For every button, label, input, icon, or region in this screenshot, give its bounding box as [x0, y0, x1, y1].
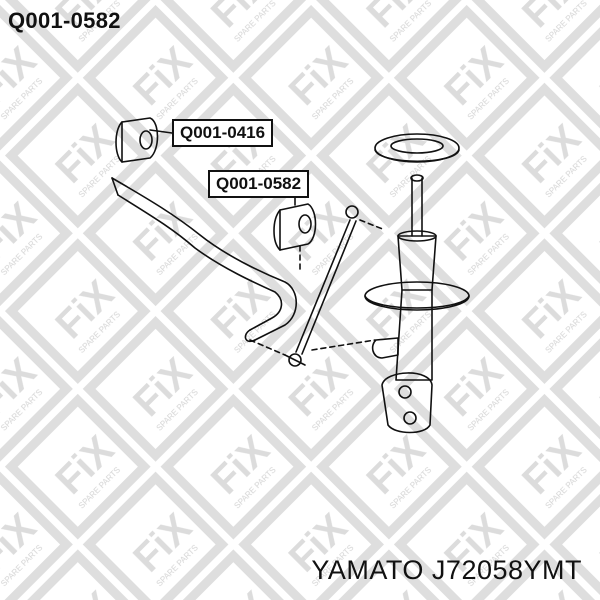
callout-bushing-small: Q001-0582 [208, 170, 310, 198]
bushing-small [273, 203, 317, 251]
part-number-title: Q001-0582 [8, 8, 121, 33]
bushing-large [115, 117, 159, 163]
assembly-dashes [249, 219, 386, 356]
callout-bushing-large: Q001-0416 [172, 119, 274, 147]
leader-line-1 [149, 129, 173, 134]
stabilizer-bar [111, 177, 298, 343]
strut-assembly [364, 174, 470, 434]
brand-caption: YAMATO J72058YMT [311, 555, 582, 585]
stabilizer-link [284, 205, 359, 367]
strut-mount [374, 133, 460, 163]
